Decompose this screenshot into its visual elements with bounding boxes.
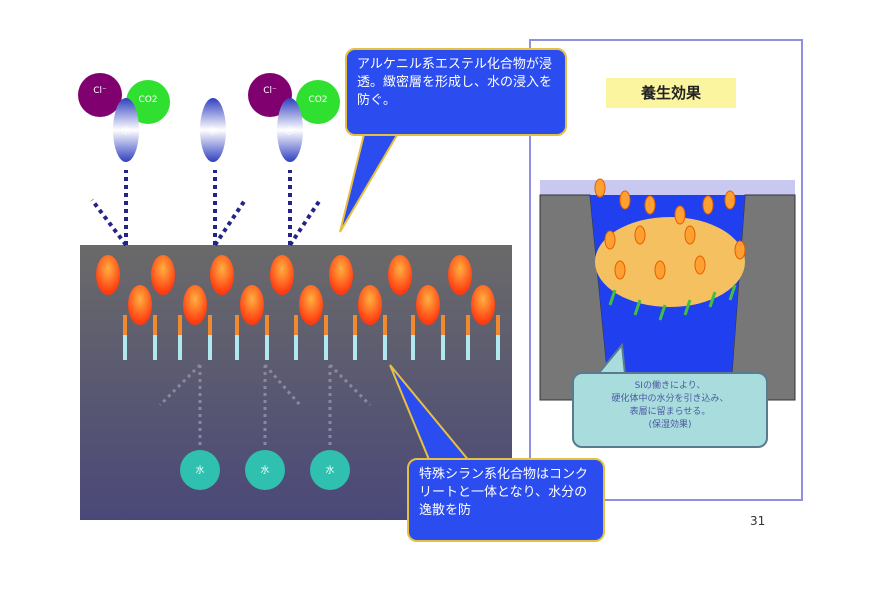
note-line: 表層に留まらせる。 [629,407,711,417]
moisture-drop [702,195,714,215]
water-drop [200,98,226,162]
molecule-bottom [128,285,152,325]
molecule-top [270,255,294,295]
si-strand [683,299,692,316]
molecule-top [210,255,234,295]
si-strand [658,304,667,321]
chloride-ion [248,73,292,117]
panel-title: 養生効果 [606,78,736,108]
molecule-bottom [240,285,264,325]
water-molecule-label: 水 [325,466,335,476]
moisture-drop [604,230,616,250]
chloride-ion [78,73,122,117]
molecule-top [448,255,472,295]
water-label: 水 [208,127,218,137]
co2-label: CO2 [138,95,158,105]
molecule-top [151,255,175,295]
moisture-drop [614,260,626,280]
arrow [213,198,247,247]
callout-silane: 特殊シラン系化合物はコンクリートと一体となり、水分の逸散を防 [407,458,605,542]
arrow [288,198,322,247]
moisture-drop [684,225,696,245]
water-molecule-label: 水 [260,466,270,476]
molecule-bottom [183,285,207,325]
water-molecule [180,450,220,490]
water-label: 水 [285,127,295,137]
si-strand [608,289,617,306]
arrow [90,198,128,247]
water-molecule [310,450,350,490]
molecule-top [96,255,120,295]
water-molecule [245,450,285,490]
moisture-drop [619,190,631,210]
moisture-drop [674,205,686,225]
molecule-bottom [416,285,440,325]
water-molecule-label: 水 [195,466,205,476]
water-label: 水 [121,127,131,137]
note-line: 硬化体中の水分を引き込み、 [611,394,729,404]
molecule-bottom [471,285,495,325]
callout-text: アルケニル系エステル化合物が浸透。緻密層を形成し、水の浸入を防ぐ。 [357,57,553,108]
co2-label: CO2 [308,95,328,105]
chloride-label: Cl⁻ [93,86,107,96]
note-line: (保湿効果) [648,420,692,430]
evaporation-arrow [158,363,202,407]
molecule-top [388,255,412,295]
moisture-drop [724,190,736,210]
page-number: 31 [750,514,766,528]
si-strand [708,291,717,308]
si-strand [633,299,642,316]
molecule-bottom [299,285,323,325]
chloride-label: Cl⁻ [263,86,277,96]
moisture-drop [634,225,646,245]
panel-note: SIの働きにより、 硬化体中の水分を引き込み、 表層に留まらせる。 (保湿効果) [572,372,768,448]
moisture-drop [694,255,706,275]
si-strand [728,284,737,301]
moisture-drop [644,195,656,215]
note-line: SIの働きにより、 [634,381,706,391]
callout-text: 特殊シラン系化合物はコンクリートと一体となり、水分の逸散を防 [419,467,589,518]
moisture-drop [654,260,666,280]
callout-alkenyl-ester: アルケニル系エステル化合物が浸透。緻密層を形成し、水の浸入を防ぐ。 [345,48,567,136]
moisture-drop [734,240,746,260]
molecule-bottom [358,285,382,325]
evaporation-arrow [263,364,302,406]
molecule-top [329,255,353,295]
callout-tail [339,129,402,233]
water-drop [113,98,139,162]
moisture-drop [594,178,606,198]
water-drop [277,98,303,162]
co2-molecule [296,80,340,124]
evaporation-arrow [328,363,372,407]
